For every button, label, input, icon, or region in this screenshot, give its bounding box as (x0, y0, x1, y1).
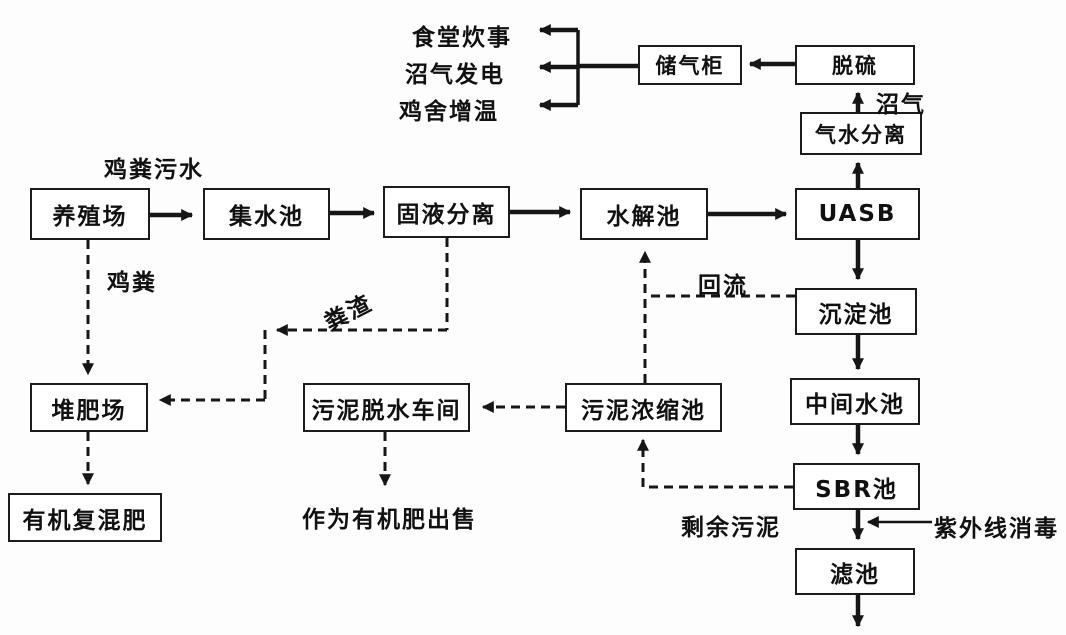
label-biogas: 沼气 (876, 92, 926, 118)
node-sbr-pool-label: SBR池 (815, 476, 898, 503)
node-solid-liquid-separation: 固液分离 (383, 186, 510, 238)
label-sold-as-organic-fertilizer: 作为有机肥出售 (302, 507, 477, 533)
label-manure: 鸡粪 (107, 270, 157, 296)
node-hydrolysis-pool-label: 水解池 (606, 204, 682, 230)
node-collection-pool: 集水池 (203, 188, 330, 240)
node-uasb-label: UASB (818, 201, 897, 227)
node-filter-pool: 滤池 (795, 548, 915, 595)
node-sludge-dewatering-workshop: 污泥脱水车间 (303, 383, 470, 432)
label-manure-wastewater: 鸡粪污水 (104, 157, 204, 183)
node-organic-compound-fertilizer-label: 有机复混肥 (22, 507, 148, 534)
node-organic-compound-fertilizer: 有机复混肥 (8, 493, 162, 542)
node-farm-label: 养殖场 (52, 204, 128, 230)
node-sludge-thickening-pool: 污泥浓缩池 (565, 383, 722, 432)
node-intermediate-pool-label: 中间水池 (805, 391, 905, 418)
node-gas-water-separation-label: 气水分离 (815, 122, 907, 147)
node-sedimentation-pool-label: 沉淀池 (818, 301, 894, 328)
label-coop-heating: 鸡舍增温 (399, 99, 499, 125)
node-solid-liquid-separation-label: 固液分离 (396, 202, 497, 228)
node-farm: 养殖场 (30, 188, 150, 240)
node-composting-site-label: 堆肥场 (51, 397, 127, 424)
node-desulfurization-label: 脱硫 (832, 54, 878, 78)
node-sbr-pool: SBR池 (793, 463, 920, 510)
node-gas-storage-tank-label: 储气柜 (655, 54, 725, 78)
node-sludge-thickening-pool-label: 污泥浓缩池 (581, 397, 706, 424)
label-excess-sludge: 剩余污泥 (681, 515, 781, 541)
node-uasb: UASB (795, 188, 920, 240)
node-gas-storage-tank: 储气柜 (638, 45, 742, 85)
node-gas-water-separation: 气水分离 (800, 112, 922, 155)
node-sludge-dewatering-workshop-label: 污泥脱水车间 (311, 397, 462, 424)
label-uv-disinfection: 紫外线消毒 (934, 516, 1059, 542)
label-biogas-power: 沼气发电 (405, 62, 505, 88)
node-desulfurization: 脱硫 (795, 45, 915, 85)
node-hydrolysis-pool: 水解池 (580, 188, 708, 240)
node-composting-site: 堆肥场 (30, 383, 148, 432)
node-collection-pool-label: 集水池 (229, 204, 304, 230)
node-sedimentation-pool: 沉淀池 (795, 288, 917, 335)
node-intermediate-pool: 中间水池 (790, 378, 920, 425)
label-canteen-cooking: 食堂炊事 (412, 25, 512, 51)
label-reflux: 回流 (698, 273, 748, 299)
node-filter-pool-label: 滤池 (830, 561, 880, 588)
